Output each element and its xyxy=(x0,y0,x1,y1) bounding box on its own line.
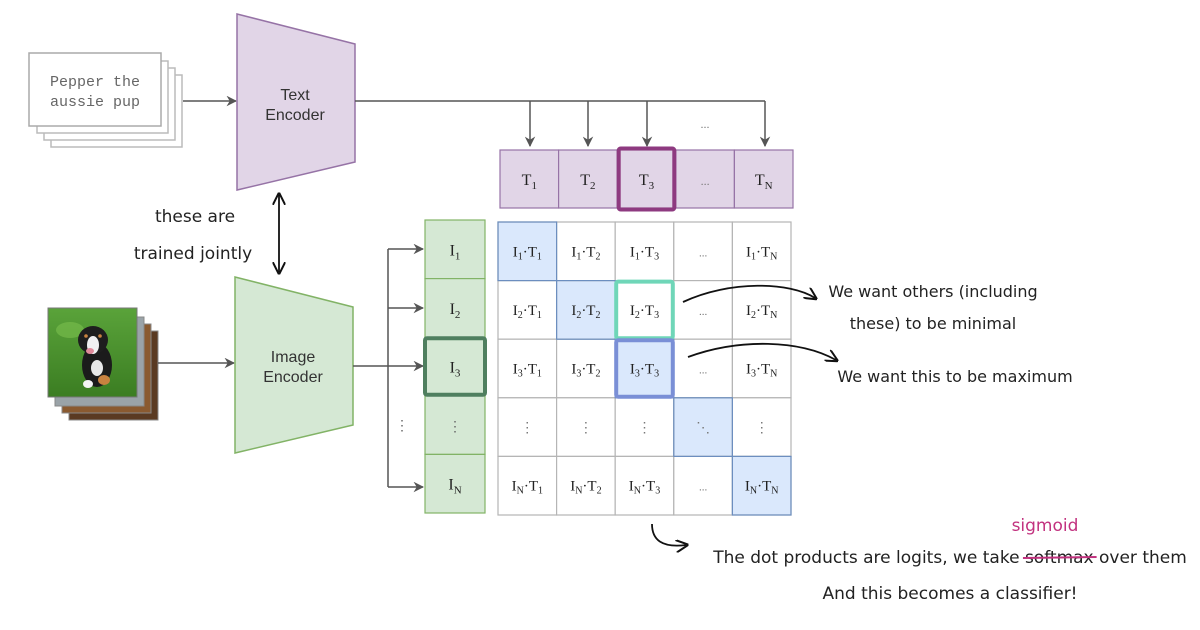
matrix-cell xyxy=(555,338,616,399)
puppy-eye-right xyxy=(98,334,102,338)
image-embedding-label: I2 xyxy=(450,301,461,321)
image-embedding-label: I1 xyxy=(450,242,461,262)
matrix-ellipsis: ⋮ xyxy=(579,421,593,436)
puppy-tongue xyxy=(86,348,94,354)
matrix-ellipsis: ⋮ xyxy=(520,421,534,436)
diagonal-cell-border xyxy=(497,221,558,282)
text-embedding-cell xyxy=(499,149,560,209)
image-encoder-shape xyxy=(234,276,354,454)
image-embedding-subscript: N xyxy=(454,485,462,497)
text-embedding-label: ... xyxy=(701,174,710,188)
matrix-ellipsis: ⋱ xyxy=(696,421,710,436)
matrix-cell xyxy=(497,397,558,457)
text-embedding-cell xyxy=(557,149,618,209)
text-input-line-2: aussie pup xyxy=(50,94,140,111)
matrix-cell xyxy=(731,280,792,340)
logits-prefix: The dot products are logits, we take xyxy=(712,548,1025,568)
text-embedding-subscript: 1 xyxy=(531,180,537,192)
diagonal-cell-border xyxy=(731,455,792,516)
sigmoid-replacement: sigmoid xyxy=(1012,516,1079,536)
puppy-paw-white xyxy=(83,380,93,388)
text-embedding-subscript: 2 xyxy=(590,180,596,192)
matrix-cell xyxy=(555,397,616,457)
text-encoder: Text Encoder xyxy=(236,13,356,191)
matrix-ellipsis: ... xyxy=(699,482,708,494)
logits-arrow xyxy=(651,523,686,546)
sunlight-patch xyxy=(56,322,84,338)
matrix-ellipsis: ⋮ xyxy=(638,421,652,436)
text-encoder-shape xyxy=(236,13,356,191)
minimal-note-line-2: these) to be minimal xyxy=(850,314,1016,333)
matrix-cell xyxy=(673,221,733,282)
image-embedding-subscript: 1 xyxy=(455,250,461,262)
matrix-ellipsis: ... xyxy=(699,365,708,377)
diagonal-cell-border xyxy=(673,397,733,457)
image-embedding-subscript: 2 xyxy=(455,309,461,321)
puppy-paw-tan xyxy=(98,375,110,385)
image-encoder-label-2: Encoder xyxy=(263,369,323,386)
matrix-ellipsis: ... xyxy=(699,247,708,259)
matrix-cell xyxy=(614,221,675,282)
image-embedding-cell xyxy=(424,219,486,280)
image-input-stack xyxy=(47,307,159,421)
joint-note-line-1: these are xyxy=(155,207,235,227)
puppy-eye-left xyxy=(84,334,88,338)
text-encoder-label-2: Encoder xyxy=(265,107,325,124)
minimal-arrow xyxy=(682,284,815,303)
puppy-photo xyxy=(47,307,138,398)
text-output-bus xyxy=(355,100,771,148)
image-embedding-cell xyxy=(424,278,486,338)
matrix-cell-diagonal xyxy=(673,397,733,457)
strikethrough-line xyxy=(1022,556,1097,559)
matrix-cell xyxy=(731,221,792,282)
matrix-cell xyxy=(497,455,558,516)
text-embedding-cell xyxy=(616,149,677,209)
text-encoder-label-1: Text xyxy=(280,87,310,104)
minimal-note-line-1: We want others (including xyxy=(828,282,1037,301)
text-embedding-cell xyxy=(733,149,794,209)
matrix-cell xyxy=(731,397,792,457)
text-embedding-cell xyxy=(675,149,735,209)
logits-note-line-1: The dot products are logits, we take sof… xyxy=(712,548,1187,568)
image-embedding-cell xyxy=(424,336,486,397)
matrix-cell xyxy=(731,338,792,399)
maximum-note: We want this to be maximum xyxy=(837,367,1072,386)
text-embedding-subscript: N xyxy=(765,180,773,192)
text-embedding-highlight xyxy=(616,146,677,212)
image-embedding-label: ⋮ xyxy=(448,420,462,435)
image-output-bus xyxy=(353,243,425,493)
joint-note-line-2: trained jointly xyxy=(134,244,252,264)
matching-pair-highlight xyxy=(614,338,675,399)
logits-note-line-2: And this becomes a classifier! xyxy=(822,584,1077,604)
bus-ellipsis: ... xyxy=(701,117,710,131)
matrix-cell xyxy=(555,221,616,282)
image-encoder-label-1: Image xyxy=(271,349,316,366)
image-bus-ellipsis: ⋮ xyxy=(395,419,409,434)
image-encoder: Image Encoder xyxy=(234,276,354,454)
text-card-front xyxy=(28,52,162,127)
text-input-line-1: Pepper the xyxy=(50,74,140,91)
matrix-dot-product: I3·T1 xyxy=(513,362,542,380)
matrix-ellipsis: ⋮ xyxy=(755,421,769,436)
image-embedding-label: I3 xyxy=(450,360,461,380)
image-embedding-cell xyxy=(424,453,486,514)
puppy-chest xyxy=(91,360,103,376)
text-embedding-subscript: 3 xyxy=(649,180,655,192)
maximum-arrow xyxy=(687,342,836,360)
image-embedding-cell xyxy=(424,395,486,455)
text-input-stack: Pepper the aussie pup xyxy=(28,52,183,148)
matrix-ellipsis: ... xyxy=(699,306,708,318)
image-embedding-highlight xyxy=(423,336,487,397)
image-embedding-subscript: 3 xyxy=(455,368,461,380)
logits-suffix: over them xyxy=(1094,548,1187,568)
